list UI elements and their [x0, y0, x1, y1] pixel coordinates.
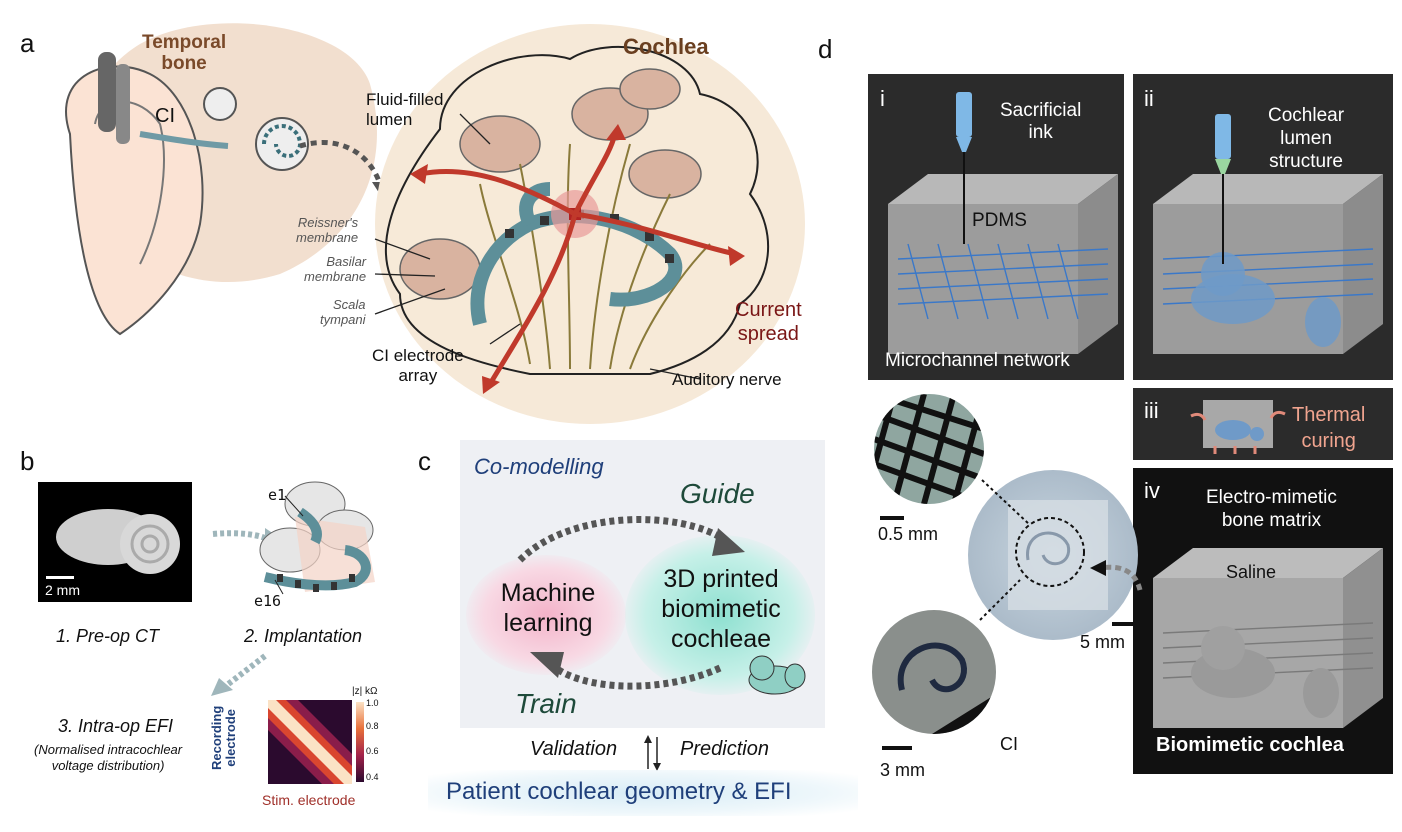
- colorbar-tick-3: 0.6: [366, 746, 379, 756]
- heatmap-xlabel: Stim. electrode: [262, 792, 356, 808]
- ct-scale-label: 2 mm: [45, 582, 80, 598]
- pdms-label: PDMS: [972, 210, 1027, 231]
- step-iv-label: iv: [1144, 478, 1160, 503]
- step-i-panel: [868, 74, 1124, 380]
- step-iii-label: iii: [1144, 398, 1159, 423]
- e1-label: e1: [268, 486, 287, 504]
- panel-b-label: b: [20, 446, 35, 476]
- fluid-lumen-label: Fluid-filled lumen: [366, 90, 444, 129]
- auditory-nerve-label: Auditory nerve: [672, 370, 782, 389]
- electro-mimetic-label: Electro-mimetic bone matrix: [1206, 487, 1337, 531]
- scale-5-label: 5 mm: [1080, 632, 1125, 652]
- biomimetic-photo: [968, 470, 1138, 640]
- panel-a-label: a: [20, 28, 35, 58]
- scale-05-bar: [880, 516, 904, 520]
- photo-connectors: [979, 479, 1143, 621]
- step1-label: 1. Pre-op CT: [56, 626, 160, 646]
- cochlea-photo: [872, 610, 996, 734]
- ct-image: [38, 482, 192, 602]
- colorbar-tick-2: 0.8: [366, 721, 379, 731]
- reissner-label: Reissner's membrane: [296, 215, 359, 245]
- scale-3-bar: [882, 746, 912, 750]
- implant-illustration: [212, 481, 375, 595]
- efi-heatmap: [268, 700, 352, 784]
- scale-5-bar: [1112, 622, 1142, 626]
- patient-box: [428, 770, 858, 816]
- comodelling-arrows: [517, 516, 806, 695]
- panel-c-label: c: [418, 446, 431, 476]
- step3-sub-label: (Normalised intracochlear voltage distri…: [34, 742, 183, 773]
- scale-3-label: 3 mm: [880, 760, 925, 780]
- step-iii-panel: [1133, 388, 1393, 460]
- step-i-label: i: [880, 86, 885, 111]
- thermal-label: Thermal curing: [1292, 404, 1366, 452]
- validation-prediction-arrows: [644, 735, 661, 771]
- colorbar-tick-4: 0.4: [366, 772, 379, 782]
- mesh-photo: [874, 394, 984, 504]
- cochlear-lumen-label: Cochlear lumen structure: [1268, 105, 1345, 172]
- ci-photo-label: CI: [1000, 734, 1018, 754]
- cochlea-title: Cochlea: [623, 34, 709, 59]
- panel-d-label: d: [818, 34, 833, 64]
- heatmap-colorbar: [356, 702, 364, 782]
- step3-label: 3. Intra-op EFI: [58, 716, 174, 736]
- patient-label: Patient cochlear geometry & EFI: [446, 778, 792, 805]
- biomimetic-label: Biomimetic cochlea: [1156, 734, 1344, 756]
- scala-label: Scala tympani: [320, 297, 366, 327]
- ci-array-label: CI electrode array: [372, 346, 464, 385]
- validation-label: Validation: [530, 738, 618, 760]
- comodelling-label: Co-modelling: [474, 454, 604, 479]
- ml-label: Machine learning: [500, 579, 596, 637]
- current-spread-label: Current spread: [735, 299, 802, 345]
- step3-arrow: [211, 653, 267, 696]
- guide-label: Guide: [680, 478, 755, 509]
- panel-a-illustration: [65, 23, 805, 424]
- prediction-label: Prediction: [680, 738, 769, 760]
- heatmap-title: |z| kΩ: [352, 686, 378, 697]
- step2-label: 2. Implantation: [244, 626, 363, 646]
- sacrificial-ink-label: Sacrificial ink: [1000, 100, 1082, 143]
- printed-label: 3D printed biomimetic cochleae: [661, 565, 781, 653]
- saline-label: Saline: [1226, 562, 1277, 582]
- step-ii-label: ii: [1144, 86, 1154, 111]
- e16-label: e16: [254, 592, 282, 610]
- scale-05-label: 0.5 mm: [878, 524, 939, 544]
- step-ii-panel: [1133, 74, 1393, 380]
- heatmap-ylabel: Recording electrode: [209, 705, 238, 770]
- basilar-label: Basilar membrane: [304, 254, 367, 284]
- step-iv-panel: [1133, 468, 1393, 774]
- microchannel-label: Microchannel network: [885, 350, 1070, 371]
- train-label: Train: [515, 688, 577, 719]
- ci-label: CI: [155, 105, 175, 127]
- colorbar-tick-1: 1.0: [366, 698, 379, 708]
- temporal-bone-label: Temporal bone: [142, 32, 227, 74]
